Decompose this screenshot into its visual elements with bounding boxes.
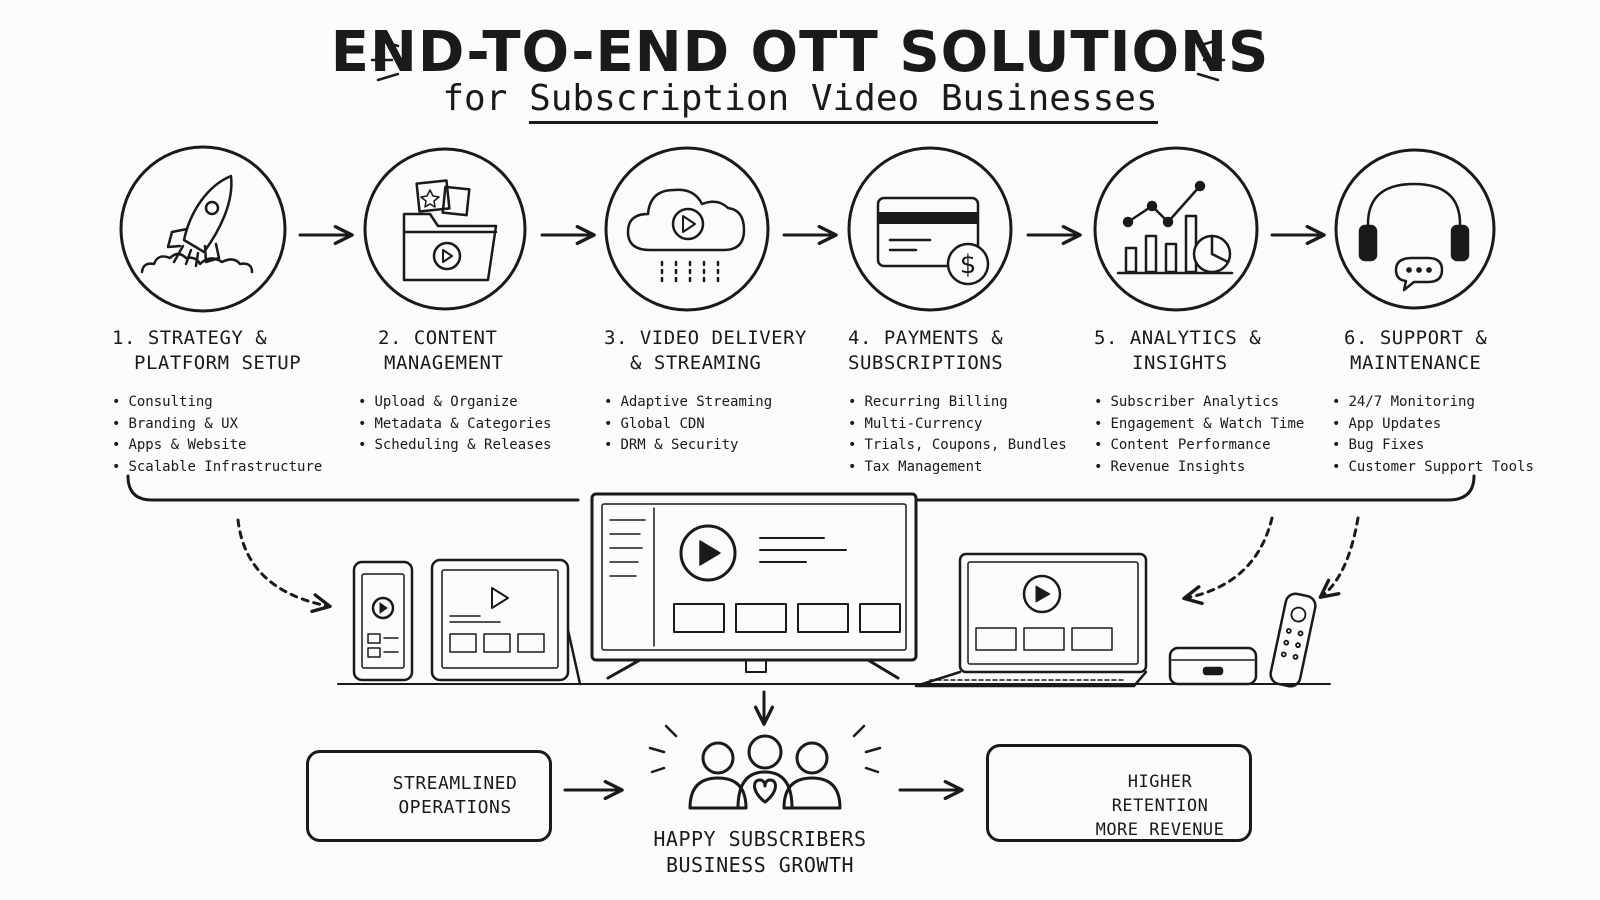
outcome-streamlined-text: STREAMLINED OPERATIONS [392,773,518,818]
stage-circle-6 [1334,148,1496,310]
stage-4-title: 4. PAYMENTS & SUBSCRIPTIONS [848,327,1004,374]
brace-right [916,474,1476,502]
outcome-box-streamlined [306,750,552,842]
dashed-arrow-right-2 [1318,516,1360,599]
stage-circle-4 [847,146,1013,312]
list-item: Branding & UX [112,414,332,436]
stage-circle-1 [119,145,287,313]
list-item: Global CDN [604,414,824,436]
phone-icon [352,560,414,682]
list-item: Recurring Billing [848,392,1068,414]
stage-4: 4. PAYMENTS & SUBSCRIPTIONS Recurring Bi… [848,326,1068,478]
list-item: Customer Support Tools [1332,457,1552,479]
list-item: Upload & Organize [358,392,578,414]
list-item: Scheduling & Releases [358,435,578,457]
stage-circle-3 [604,146,770,312]
stage-2: 2. CONTENT MANAGEMENT Upload & Organize … [358,326,578,457]
stage-2-list: Upload & Organize Metadata & Categories … [358,392,578,457]
headset-icon [1358,182,1470,292]
page-title: END-TO-END OTT SOLUTIONS [330,20,1270,85]
list-item: Scalable Infrastructure [112,457,332,479]
list-item: DRM & Security [604,435,824,457]
outcome-box-retention [986,744,1252,842]
page-subtitle: for Subscription Video Businesses [0,78,1600,124]
list-item: Trials, Coupons, Bundles [848,435,1068,457]
laptop-icon [914,552,1148,688]
list-item: Bug Fixes [1332,435,1552,457]
title-burst-right [1196,38,1226,82]
brace-left [126,474,580,502]
list-item: Apps & Website [112,435,332,457]
stage-circle-2 [363,147,527,311]
svg-text:$: $ [960,250,977,280]
analytics-chart-icon [1116,180,1234,275]
outcome-retention-text: HIGHER RETENTION MORE REVENUE [1095,772,1225,840]
list-item: 24/7 Monitoring [1332,392,1552,414]
subscribers-burst [648,724,882,774]
list-item: Multi-Currency [848,414,1068,436]
stage-1-list: Consulting Branding & UX Apps & Website … [112,392,332,478]
dashed-arrow-left [236,518,332,614]
stage-1-title: 1. STRATEGY & PLATFORM SETUP [112,327,302,374]
set-top-box-icon [1168,646,1258,686]
stage-circle-5 [1093,146,1259,312]
dashed-arrow-right-1 [1182,516,1274,606]
list-item: Engagement & Watch Time [1094,414,1314,436]
stage-3-title: 3. VIDEO DELIVERY & STREAMING [604,327,807,374]
content-folder-icon [402,179,498,282]
list-item: Tax Management [848,457,1068,479]
outcome-happy-subscribers-text: HAPPY SUBSCRIBERS BUSINESS GROWTH [653,827,867,877]
stage-4-list: Recurring Billing Multi-Currency Trials,… [848,392,1068,478]
list-item: Adaptive Streaming [604,392,824,414]
list-item: Content Performance [1094,435,1314,457]
tv-icon [590,492,918,680]
stage-3: 3. VIDEO DELIVERY & STREAMING Adaptive S… [604,326,824,457]
remote-icon [1269,592,1317,688]
list-item: App Updates [1332,414,1552,436]
stage-5-list: Subscriber Analytics Engagement & Watch … [1094,392,1314,478]
cloud-play-icon [626,188,746,286]
stage-1: 1. STRATEGY & PLATFORM SETUP Consulting … [112,326,332,478]
credit-card-icon: $ [876,196,990,286]
stage-2-title: 2. CONTENT MANAGEMENT [378,327,504,374]
stage-3-list: Adaptive Streaming Global CDN DRM & Secu… [604,392,824,457]
list-item: Subscriber Analytics [1094,392,1314,414]
rocket-icon [140,174,254,274]
list-item: Revenue Insights [1094,457,1314,479]
list-item: Consulting [112,392,332,414]
tablet-icon [430,558,582,686]
stage-5: 5. ANALYTICS & INSIGHTS Subscriber Analy… [1094,326,1314,478]
stage-5-title: 5. ANALYTICS & INSIGHTS [1094,327,1262,374]
subtitle-main: Subscription Video Businesses [529,78,1158,124]
title-burst-left [370,38,400,82]
list-item: Metadata & Categories [358,414,578,436]
subtitle-prefix: for [442,78,508,119]
stage-6-list: 24/7 Monitoring App Updates Bug Fixes Cu… [1332,392,1552,478]
subscribers-icon [688,734,842,810]
stage-6-title: 6. SUPPORT & MAINTENANCE [1344,327,1488,374]
stage-6: 6. SUPPORT & MAINTENANCE 24/7 Monitoring… [1332,326,1552,478]
